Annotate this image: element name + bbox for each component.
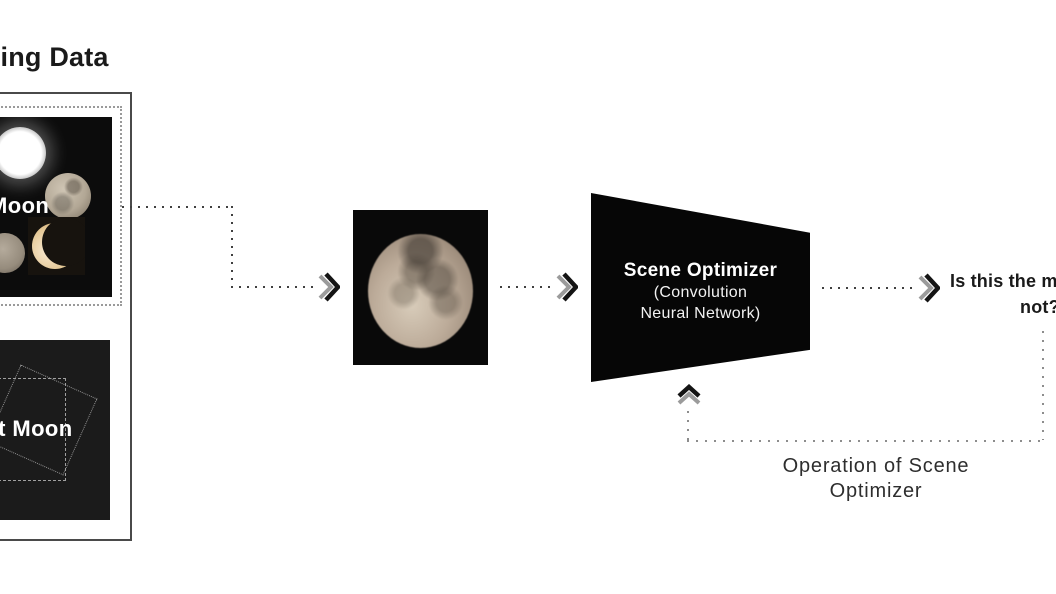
question-line1: Is this the moon or [950, 271, 1056, 291]
moon-samples-image: Moon [0, 117, 112, 297]
connector-to-input [231, 286, 315, 288]
input-moon-photo [353, 210, 488, 365]
feedback-label-line1: Operation of Scene [782, 455, 970, 477]
double-chevron-up-icon [677, 384, 701, 405]
moon-sample-label: Moon [0, 193, 50, 218]
double-chevron-right-icon-1 [318, 272, 340, 302]
feedback-line-down [1042, 331, 1044, 440]
feedback-label: Operation of Scene Optimizer [745, 454, 1007, 504]
feedback-label-line2: Optimizer [829, 480, 923, 502]
scene-optimizer-block: Scene Optimizer (Convolution Neural Netw… [591, 193, 810, 382]
page-title: Learning Data [0, 42, 109, 72]
crescent-moon-tile [28, 217, 85, 275]
feedback-line-up [687, 411, 689, 440]
partial-moon-icon [0, 233, 25, 273]
connector-to-optimizer [500, 286, 554, 288]
not-moon-sample-label: Not Moon [0, 416, 73, 441]
question-line2: not? [1020, 297, 1056, 317]
feedback-line-across [687, 440, 1044, 442]
crescent-moon-shadow [42, 218, 85, 266]
optimizer-subtitle-line1: (Convolution [653, 283, 748, 301]
double-chevron-right-icon-3 [918, 273, 940, 303]
dashed-outline [0, 378, 66, 481]
moon-samples-dotted-frame [0, 106, 122, 306]
gibbous-moon-icon [45, 173, 91, 219]
double-chevron-right-icon-2 [556, 272, 578, 302]
connector-down [231, 206, 233, 288]
moon-icon [368, 234, 473, 348]
connector-to-question [822, 287, 916, 289]
connector-box-right [122, 206, 233, 208]
overexposed-moon-icon [0, 127, 46, 179]
not-moon-sample-image: Not Moon [0, 340, 110, 520]
optimizer-subtitle-line2: Neural Network) [640, 304, 761, 322]
scene-optimizer-title: Scene Optimizer [623, 259, 778, 281]
